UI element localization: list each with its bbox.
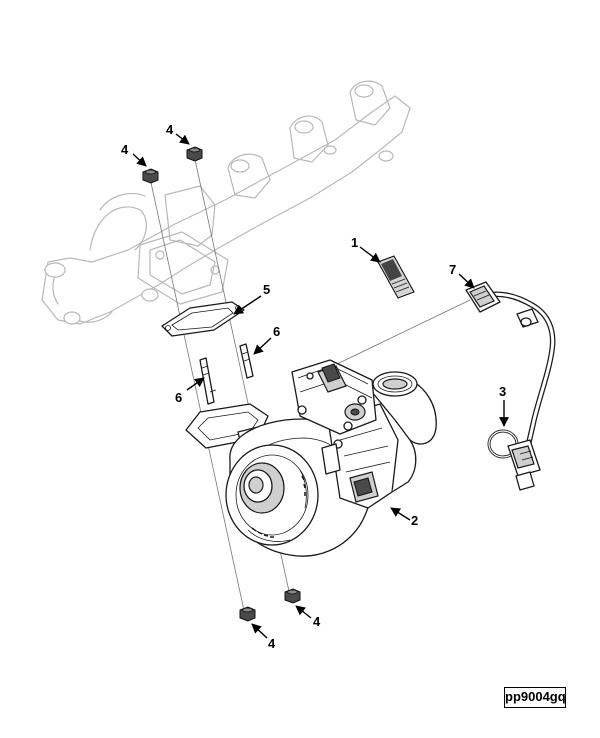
harness-lower-connector xyxy=(487,429,541,491)
callout-1: 1 xyxy=(351,235,358,250)
figure-reference-code: pp9004gq xyxy=(504,687,566,708)
callout-5: 5 xyxy=(263,282,270,297)
wiring-harness xyxy=(465,281,556,463)
nut-top-left xyxy=(142,168,159,184)
callout-4-bottom-left: 4 xyxy=(268,636,276,651)
nut-bottom-left xyxy=(239,606,256,622)
callout-6-left: 6 xyxy=(175,390,182,405)
turbocharger-assembly xyxy=(185,359,437,557)
callout-4-top-right: 4 xyxy=(166,122,174,137)
callout-labels: 4 4 5 6 6 1 7 3 2 4 4 xyxy=(121,122,506,651)
exhaust-manifold-ghost xyxy=(41,80,411,325)
callout-2: 2 xyxy=(411,513,418,528)
callout-4-top-left: 4 xyxy=(121,142,129,157)
stud-left xyxy=(199,357,217,405)
nut-top-right xyxy=(186,146,203,162)
callout-arrows xyxy=(132,133,509,639)
callout-7: 7 xyxy=(449,262,456,277)
turbo-gasket xyxy=(161,301,245,337)
nut-bottom-right xyxy=(284,588,301,604)
callout-4-bottom-right: 4 xyxy=(313,614,321,629)
stud-right xyxy=(239,343,254,379)
callout-6-right: 6 xyxy=(273,324,280,339)
identification-label xyxy=(377,255,415,299)
callout-3: 3 xyxy=(499,384,506,399)
